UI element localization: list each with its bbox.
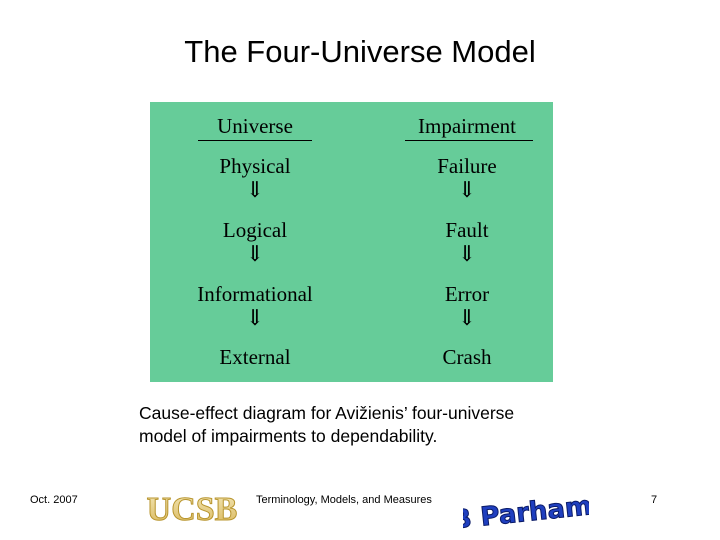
- four-universe-diagram: Universe Physical ⇓ Logical ⇓ Informatio…: [150, 102, 553, 382]
- universe-item-external: External: [219, 345, 291, 369]
- universe-item-informational: Informational: [197, 282, 313, 306]
- slide-title: The Four-Universe Model: [184, 34, 536, 69]
- impairment-header: Impairment: [418, 114, 516, 138]
- universe-item-physical: Physical: [219, 154, 291, 178]
- down-arrow-icon: ⇓: [245, 178, 265, 203]
- footer-center-text: Terminology, Models, and Measures: [256, 494, 432, 506]
- down-arrow-icon: ⇓: [457, 306, 477, 331]
- caption-line-1: Cause-effect diagram for Avižienis’ four…: [139, 403, 515, 423]
- down-arrow-icon: ⇓: [245, 306, 265, 331]
- impairment-item-crash: Crash: [442, 345, 492, 369]
- diagram-caption: Cause-effect diagram for Avižienis’ four…: [139, 402, 599, 448]
- down-arrow-icon: ⇓: [245, 242, 265, 267]
- impairment-item-fault: Fault: [445, 218, 489, 242]
- impairment-item-error: Error: [444, 282, 490, 306]
- svg-text:UCSB: UCSB: [147, 491, 238, 528]
- down-arrow-icon: ⇓: [457, 242, 477, 267]
- down-arrow-icon: ⇓: [457, 178, 477, 203]
- parhami-logo: B Parhami: [463, 488, 589, 532]
- universe-header-underline: [198, 140, 312, 141]
- universe-item-logical: Logical: [222, 218, 288, 242]
- footer-date: Oct. 2007: [30, 494, 78, 506]
- impairment-header-underline: [405, 140, 533, 141]
- universe-header: Universe: [217, 114, 293, 138]
- caption-line-2: model of impairments to dependability.: [139, 426, 438, 446]
- page-number: 7: [651, 494, 658, 506]
- ucsb-logo: UCSB: [139, 484, 245, 532]
- impairment-item-failure: Failure: [437, 154, 497, 178]
